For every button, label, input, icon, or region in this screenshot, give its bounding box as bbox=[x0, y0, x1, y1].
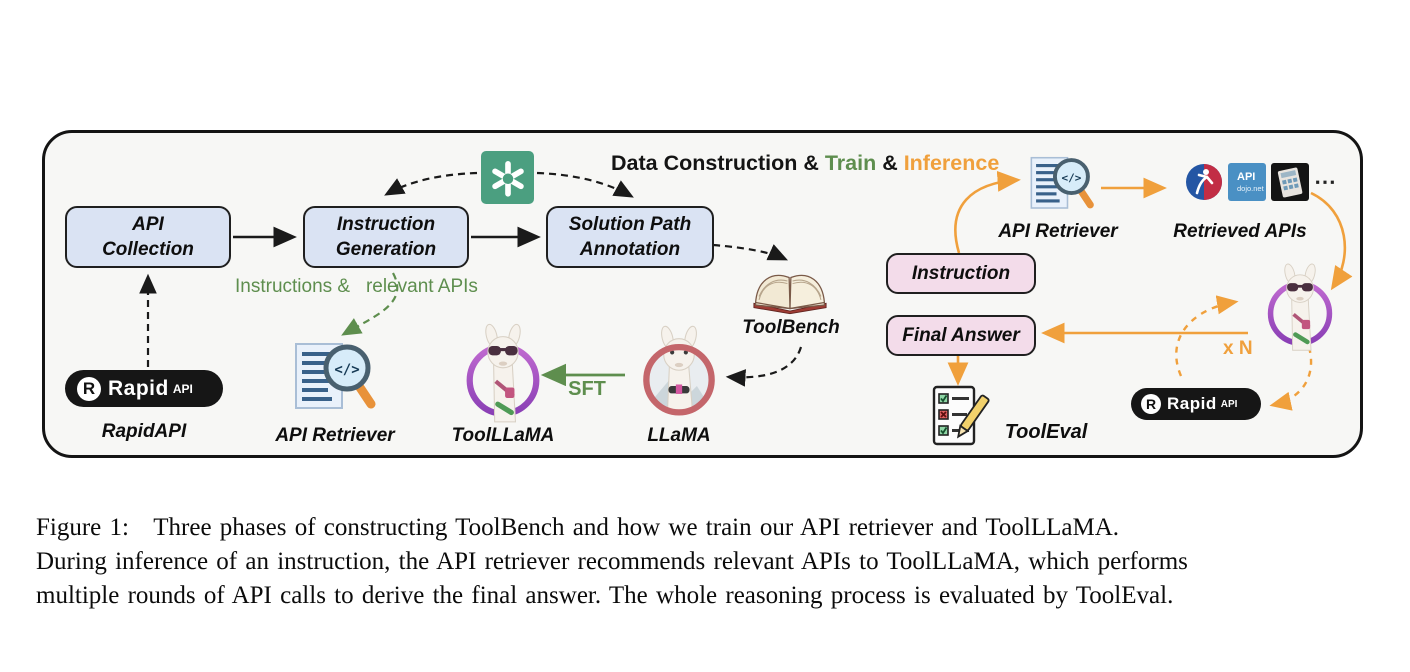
label-toolbench: ToolBench bbox=[742, 317, 840, 338]
svg-text:dojo.net: dojo.net bbox=[1237, 184, 1265, 193]
arrow-toolbench-to-llama bbox=[725, 346, 803, 387]
label-api-retriever-right: API Retriever bbox=[998, 221, 1118, 242]
arrow-openai-to-instructiongeneration bbox=[384, 171, 478, 196]
rapidapi-r-icon: R bbox=[77, 376, 101, 401]
doc-magnifier-glyph: </> bbox=[295, 343, 376, 409]
openai-knot-glyph bbox=[491, 160, 524, 197]
calculator-api-icon bbox=[1271, 163, 1309, 201]
arrow-toolllama-to-rapidapi-cycle bbox=[1269, 346, 1313, 411]
diagram-heading: Data Construction & Train & Inference bbox=[611, 151, 999, 176]
rapidapi-api-text: API bbox=[172, 381, 193, 396]
heading-amp: & bbox=[876, 151, 904, 175]
heading-inference: Inference bbox=[903, 151, 1000, 175]
box-final-answer: Final Answer bbox=[886, 315, 1036, 356]
box-instruction-generation: Instruction Generation bbox=[303, 206, 469, 268]
sports-api-icon bbox=[1186, 164, 1222, 200]
rapidapi-wordmark: Rapid bbox=[1167, 394, 1217, 413]
rapidapi-wordmark: Rapid bbox=[108, 376, 169, 400]
api-retriever-icon-left: </> bbox=[293, 338, 377, 422]
api-retriever-icon-right: </> bbox=[1029, 153, 1095, 219]
llama-icon bbox=[631, 325, 727, 425]
box-solution-path-annotation: Solution Path Annotation bbox=[546, 206, 714, 268]
label-api-retriever-left: API Retriever bbox=[275, 425, 395, 446]
toolbench-book-icon bbox=[747, 257, 833, 317]
retrieved-apis-icons: API dojo.net ⋯ bbox=[1185, 163, 1336, 201]
llama-glyph bbox=[643, 325, 715, 416]
rapidapi-r-icon: R bbox=[1141, 394, 1161, 414]
label-retrieved-apis: Retrieved APIs bbox=[1173, 221, 1307, 242]
rapidapi-logo-right: R Rapid API bbox=[1131, 388, 1261, 420]
llama-sunglasses-glyph bbox=[1267, 263, 1333, 351]
openai-logo-icon bbox=[481, 151, 534, 204]
open-book-glyph bbox=[753, 274, 827, 315]
box-instruction: Instruction bbox=[886, 253, 1036, 294]
label-llama: LLaMA bbox=[647, 425, 711, 446]
heading-data-construction: Data Construction & bbox=[611, 151, 825, 175]
ellipsis-more-apis: ⋯ bbox=[1314, 169, 1336, 194]
figure-caption: Figure 1: Three phases of constructing T… bbox=[36, 511, 1386, 613]
figure-diagram-panel: Data Construction & Train & Inference AP… bbox=[42, 130, 1363, 458]
toolllama-icon-right bbox=[1257, 261, 1343, 353]
label-toolllama: ToolLLaMA bbox=[451, 425, 555, 446]
caption-line-1: Figure 1: Three phases of constructing T… bbox=[36, 514, 1120, 541]
checklist-pencil-glyph bbox=[932, 385, 990, 446]
rapidapi-logo-left: R Rapid API bbox=[65, 370, 223, 407]
caption-line-3: multiple rounds of API calls to derive t… bbox=[36, 582, 1174, 609]
caption-line-2: During inference of an instruction, the … bbox=[36, 548, 1188, 575]
svg-text:API: API bbox=[1237, 171, 1255, 183]
arrow-openai-to-solutionpath bbox=[536, 171, 634, 198]
instructions-relevant-apis-note: Instructions & relevant APIs bbox=[235, 276, 478, 297]
svg-text:</>: </> bbox=[334, 362, 359, 378]
svg-text:</>: </> bbox=[1061, 171, 1081, 184]
label-rapidapi-left: RapidAPI bbox=[101, 421, 187, 442]
label-tooleval: ToolEval bbox=[1004, 421, 1088, 443]
doc-magnifier-glyph: </> bbox=[1030, 156, 1094, 209]
heading-train: Train bbox=[824, 151, 877, 175]
box-api-collection: API Collection bbox=[65, 206, 231, 268]
llama-sunglasses-glyph bbox=[466, 323, 540, 423]
label-x-n-rounds: x N bbox=[1223, 338, 1253, 359]
tooleval-icon bbox=[928, 385, 990, 447]
apidojo-icon: API dojo.net bbox=[1228, 163, 1266, 201]
rapidapi-api-text: API bbox=[1220, 398, 1238, 410]
toolllama-icon-left bbox=[453, 321, 553, 425]
label-sft: SFT bbox=[568, 378, 606, 400]
